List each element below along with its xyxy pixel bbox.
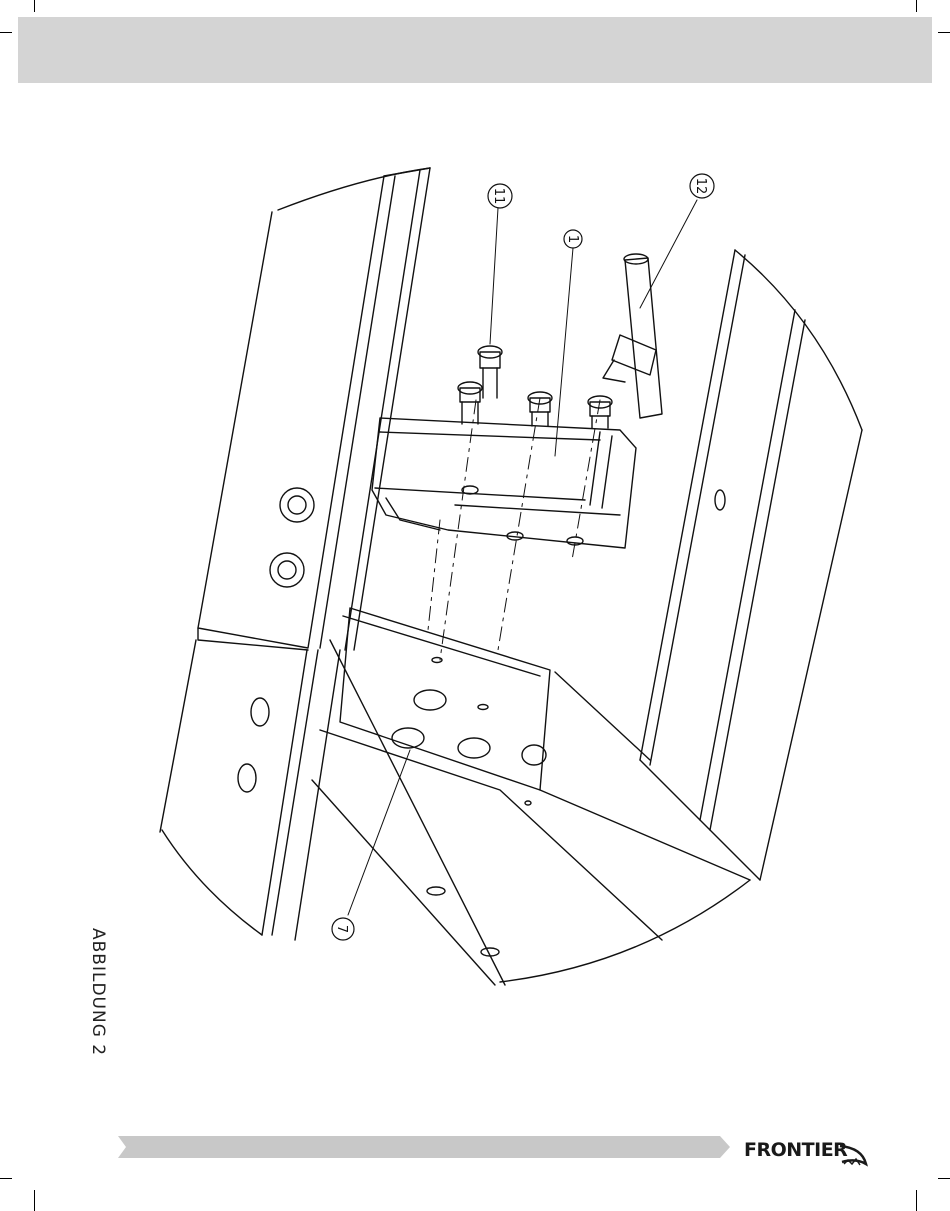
callout-1: 1 [565, 235, 580, 243]
figure-label: ABBILDUNG 2 [82, 928, 108, 1068]
callout-11: 11 [491, 188, 506, 205]
footer-bar [118, 1136, 730, 1158]
figure-label-text: ABBILDUNG 2 [88, 928, 108, 1056]
logo-swoosh-icon [836, 1142, 870, 1170]
logo-text: FRONTIER [744, 1139, 847, 1161]
callout-12: 12 [693, 178, 708, 195]
callout-7: 7 [334, 925, 349, 933]
frontier-logo: FRONTIER [744, 1136, 870, 1172]
